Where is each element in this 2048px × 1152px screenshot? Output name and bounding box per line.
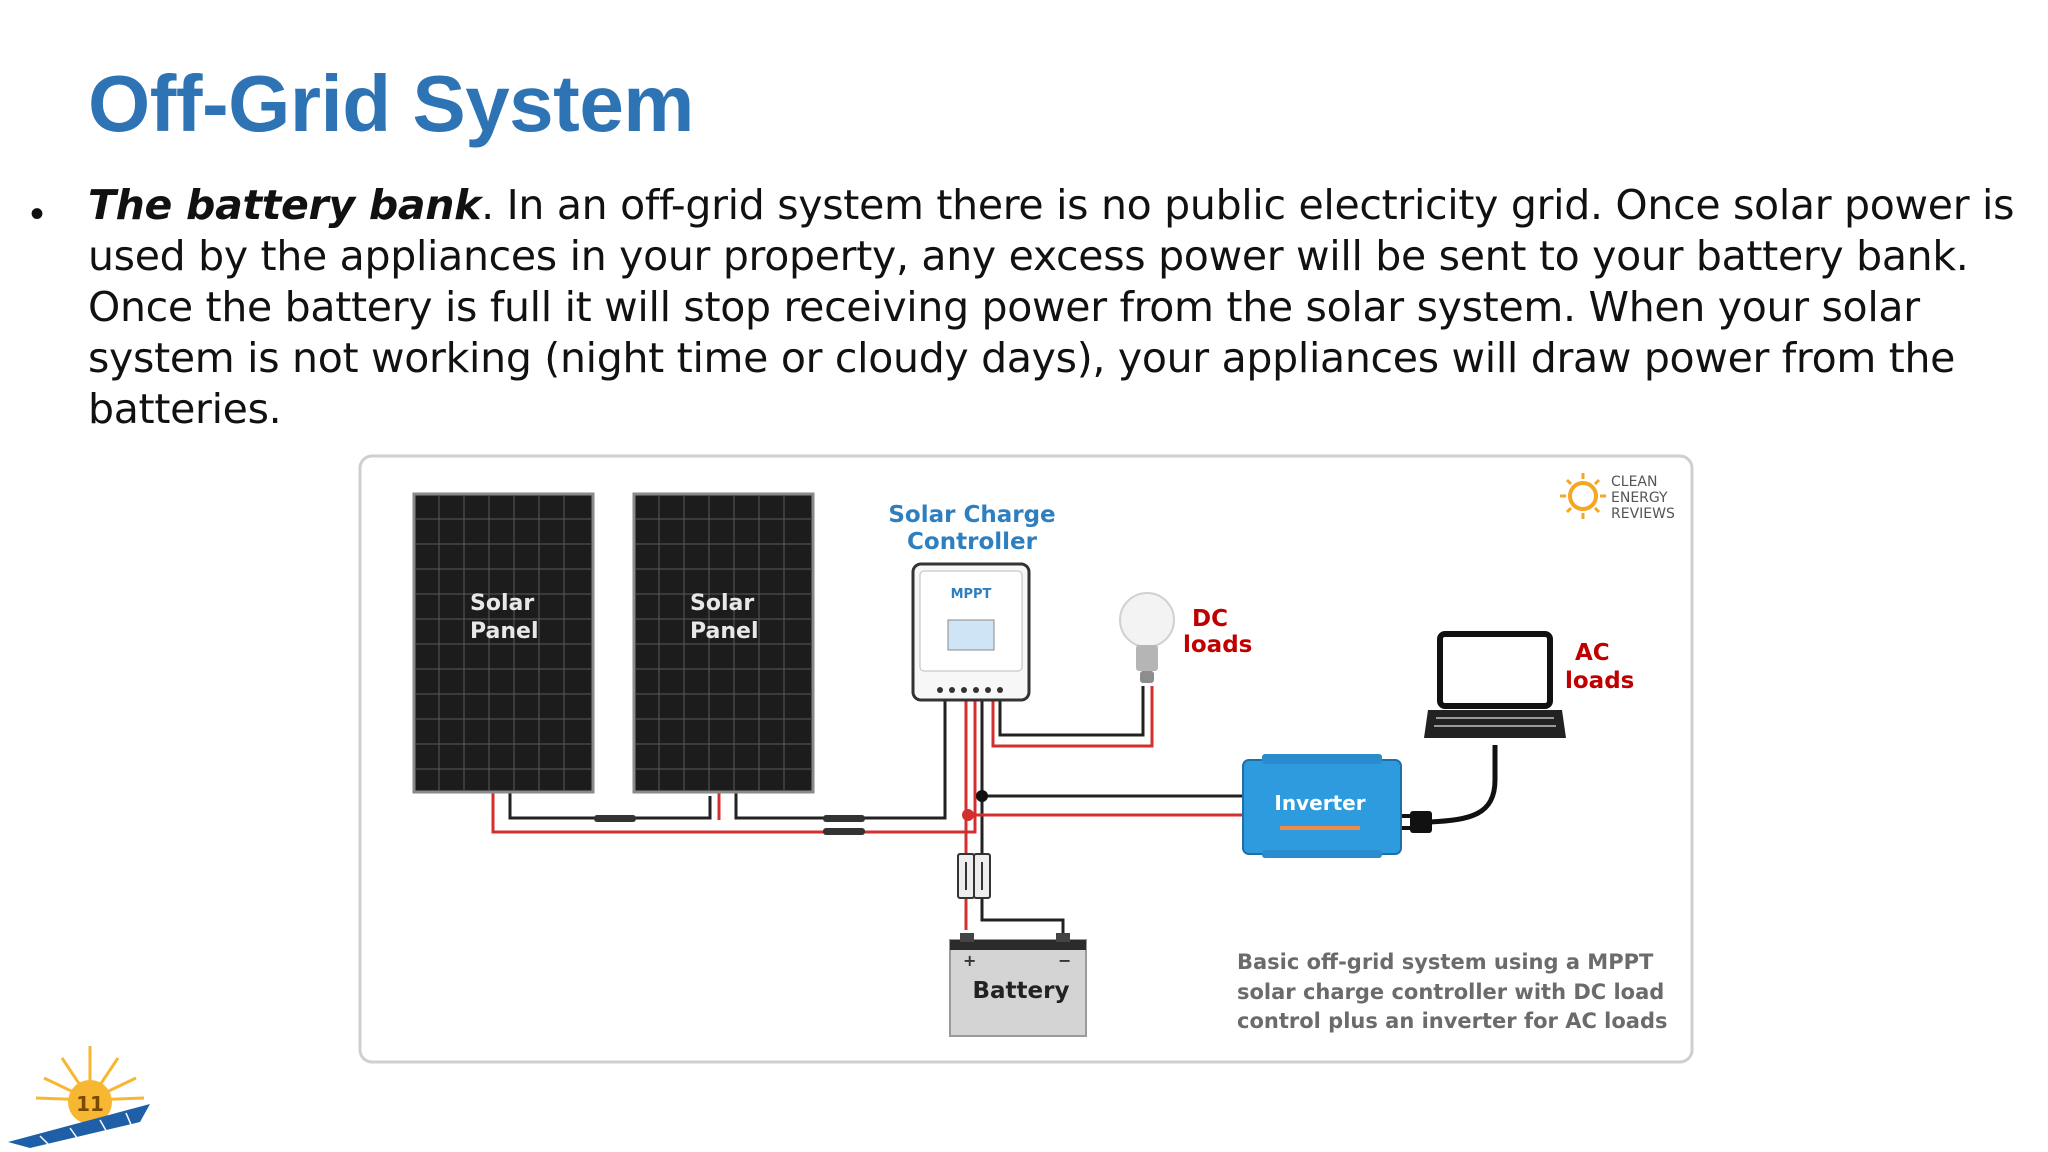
caption-line2: solar charge controller with DC load <box>1237 980 1664 1004</box>
panel2-label-line1: Solar <box>690 591 754 616</box>
battery: + − Battery <box>949 933 1087 1037</box>
clean-energy-reviews-logo: CLEAN ENERGY REVIEWS <box>1560 473 1675 522</box>
ac-loads-label-line1: AC <box>1575 640 1610 666</box>
controller-title-line2: Controller <box>907 529 1038 555</box>
battery-label: Battery <box>973 978 1070 1004</box>
panel1-label-line1: Solar <box>470 591 534 616</box>
mc4-connectors <box>594 815 865 835</box>
controller-title-line1: Solar Charge <box>888 502 1055 528</box>
logo-text-line1: CLEAN <box>1611 474 1657 490</box>
caption-line3: control plus an inverter for AC loads <box>1237 1009 1668 1033</box>
bullet-paragraph: The battery bank. In an off-grid system … <box>88 180 2018 435</box>
battery-plus: + <box>963 951 976 970</box>
dc-load-bulb <box>1119 592 1175 683</box>
ac-loads-label-line2: loads <box>1565 668 1634 694</box>
charge-controller: Solar Charge Controller MPPT <box>888 502 1056 702</box>
footer-sun-logo <box>8 1046 150 1149</box>
dc-loads-label-line2: loads <box>1183 632 1252 658</box>
logo-text-line3: REVIEWS <box>1611 506 1675 522</box>
bullet-body: . In an off-grid system there is no publ… <box>88 181 2015 433</box>
battery-minus: − <box>1058 951 1071 970</box>
panel2-label-line2: Panel <box>690 619 759 644</box>
junction-black <box>976 790 988 802</box>
inverter: Inverter <box>1242 754 1402 858</box>
ac-plug-icon <box>1402 811 1432 833</box>
bullet-marker: • <box>30 192 45 236</box>
panel1-red-wire <box>491 686 977 834</box>
solar-panel-1: Solar Panel <box>412 492 595 794</box>
controller-badge: MPPT <box>951 587 992 602</box>
solar-panel-2: Solar Panel <box>632 492 815 794</box>
inverter-label: Inverter <box>1274 791 1365 815</box>
controller-screen <box>947 619 995 651</box>
laptop-icon <box>1424 631 1566 738</box>
fuse-holders <box>957 853 991 899</box>
junction-red <box>962 809 974 821</box>
caption-line1: Basic off-grid system using a MPPT <box>1237 950 1654 974</box>
slide-title: Off-Grid System <box>88 59 694 148</box>
wiring <box>491 686 1498 946</box>
dc-loads-label-line1: DC <box>1192 606 1228 632</box>
dc-load-black-wire <box>998 686 1145 737</box>
dc-load-red-wire <box>991 686 1154 748</box>
panel1-label-line2: Panel <box>470 619 539 644</box>
bullet-term: The battery bank <box>88 181 482 229</box>
ac-cord <box>1429 745 1498 825</box>
logo-text-line2: ENERGY <box>1611 490 1668 506</box>
page-number: 11 <box>76 1092 104 1116</box>
